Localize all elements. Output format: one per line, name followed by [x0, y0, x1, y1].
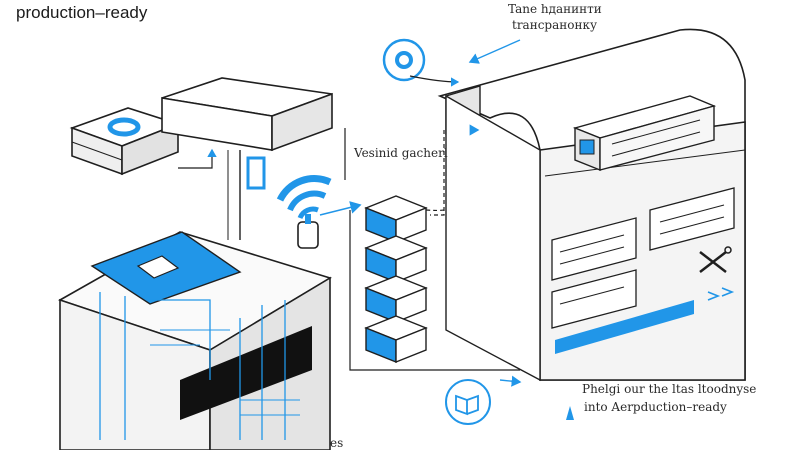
small-device-box: [69, 107, 181, 176]
ring-icon: [382, 38, 460, 87]
annotation-top-right-2: trансранонку: [512, 18, 598, 32]
annotation-bottom-right-2: into Aerpduction–ready: [584, 400, 727, 414]
ring-icon: [107, 117, 141, 137]
stacked-blocks-icon: [349, 195, 520, 371]
page-title: production–ready: [16, 3, 148, 22]
annotation-top-right-1: Tane hданинти: [508, 2, 602, 16]
tools-icon: [699, 246, 732, 273]
progress-strip: [555, 300, 694, 354]
upper-module-box: [161, 77, 333, 240]
main-tower: [437, 28, 746, 382]
annotation-bottom-right-1: Phelgi our the ltas ltoodnyse: [582, 382, 757, 396]
annotation-bottom-left: es: [330, 436, 344, 450]
dark-bar: [180, 326, 312, 420]
annotation-center: Vesinid gacherl: [354, 146, 448, 160]
book-icon: [445, 379, 491, 425]
wifi-icon: [276, 175, 362, 249]
server-block: [58, 231, 332, 450]
chip-icon: [246, 156, 266, 190]
